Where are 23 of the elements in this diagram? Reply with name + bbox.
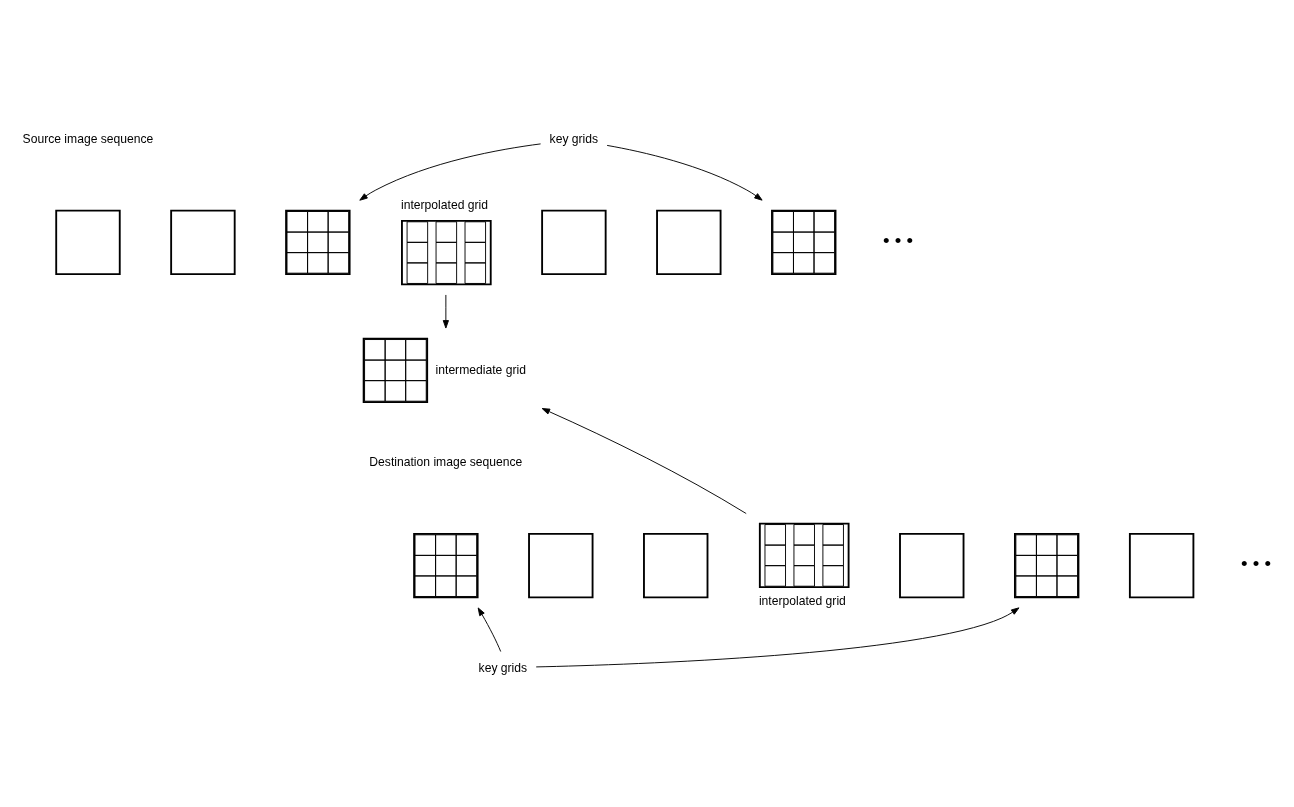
arrow	[535, 606, 1020, 667]
node-text: key grids	[478, 660, 528, 675]
node-box	[541, 209, 607, 275]
arrow	[477, 606, 502, 652]
node-box	[170, 209, 236, 275]
arrow	[359, 142, 542, 201]
node-box	[656, 209, 722, 275]
node-box	[643, 532, 709, 598]
node-label: interpolated grid	[758, 593, 846, 608]
node-box	[899, 532, 965, 598]
node-label: intermediate grid	[435, 362, 526, 377]
node-label: interpolated grid	[401, 197, 488, 212]
label: Source image sequence	[22, 131, 154, 146]
node-text: key grids	[549, 131, 599, 146]
label: • • •	[883, 229, 914, 251]
node-box	[55, 209, 121, 275]
arrow	[541, 407, 747, 514]
arrow	[442, 294, 449, 328]
arrow	[606, 144, 763, 201]
node-box	[1128, 532, 1195, 598]
label: • • •	[1241, 552, 1272, 574]
label: Destination image sequence	[369, 454, 523, 469]
node-box	[528, 532, 594, 598]
